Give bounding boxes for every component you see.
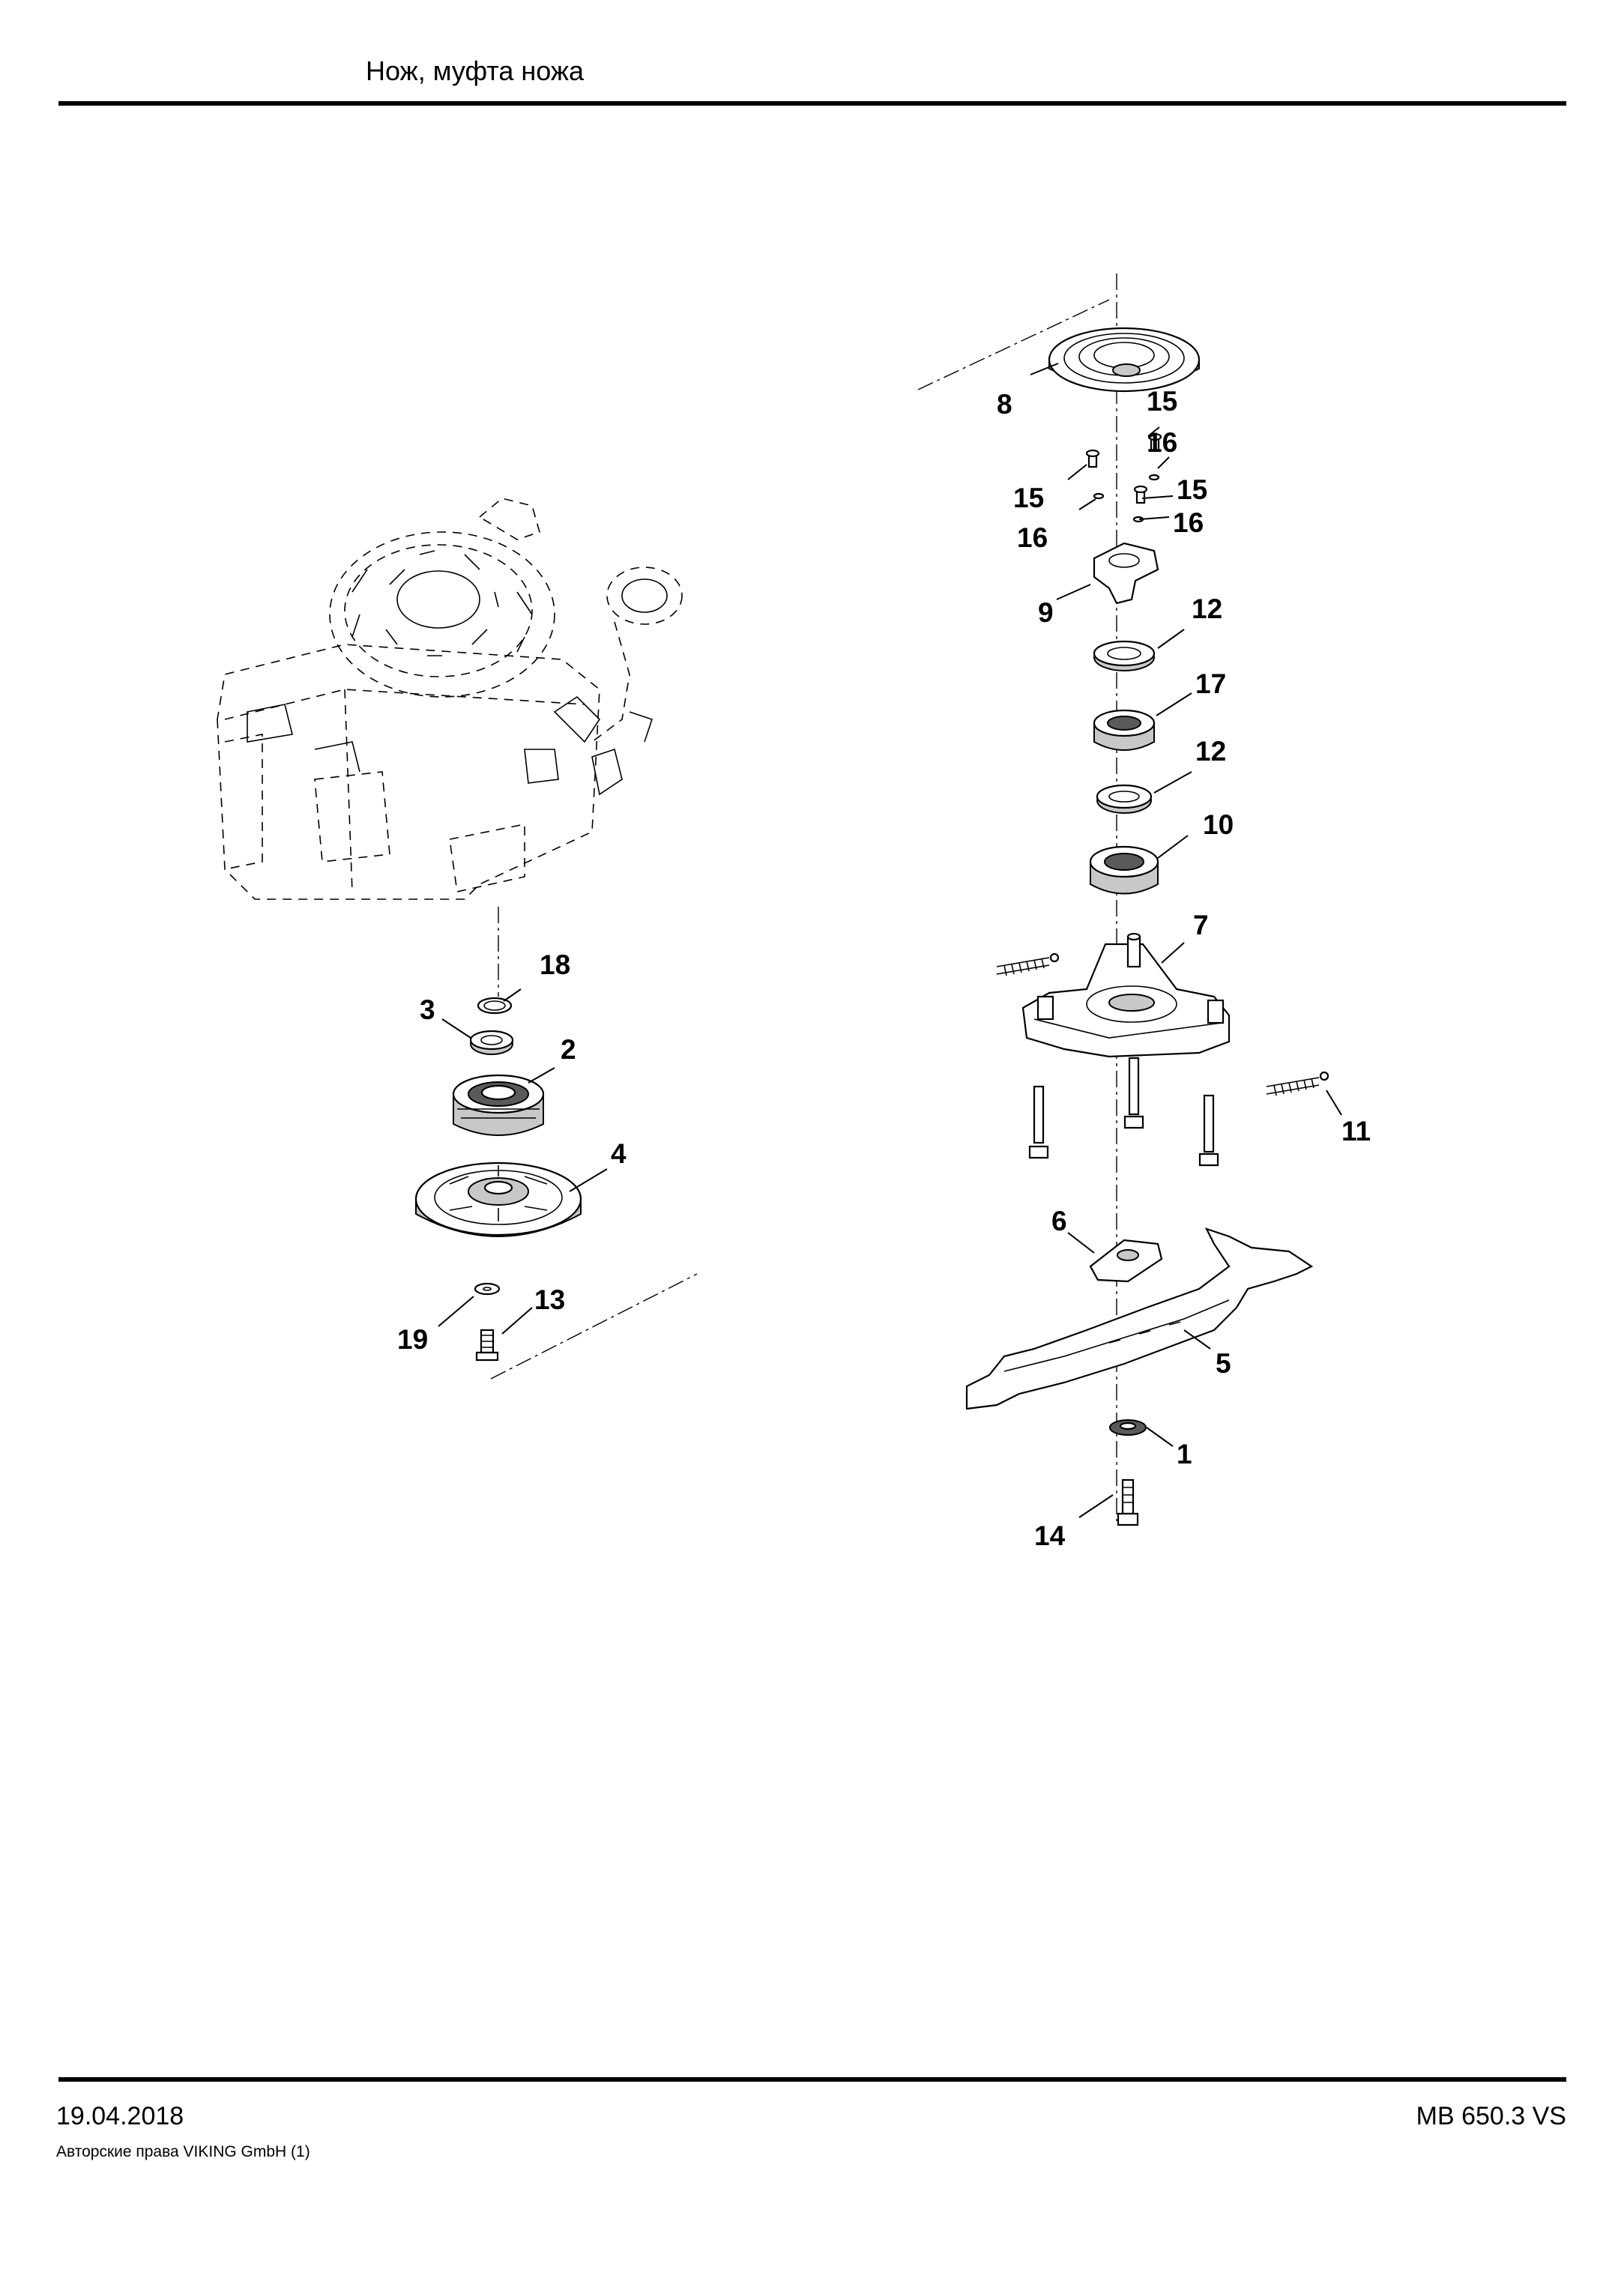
callout-12a: 12 <box>1192 593 1222 624</box>
page-title: Нож, муфта ножа <box>366 55 584 86</box>
part-7-blade-carrier <box>1021 932 1231 1058</box>
callout-14: 14 <box>1034 1520 1066 1551</box>
callout-7: 7 <box>1193 910 1209 940</box>
part-3-bushing <box>469 1030 514 1055</box>
callout-18: 18 <box>540 949 570 980</box>
part-8-pulley <box>1048 327 1201 393</box>
callout-16c: 16 <box>1173 507 1204 538</box>
callout-10: 10 <box>1203 809 1234 840</box>
part-19-washer <box>474 1282 501 1296</box>
callout-3: 3 <box>420 994 435 1025</box>
part-14-blade-bolt <box>1117 1478 1139 1526</box>
part-12-lower-ring <box>1096 784 1153 814</box>
part-11-springs <box>996 952 1329 1096</box>
part-17-bearing <box>1093 709 1156 751</box>
footer-rule <box>58 2077 1566 2082</box>
callout-19: 19 <box>397 1324 428 1355</box>
callout-1: 1 <box>1177 1439 1192 1469</box>
engine-outline <box>217 498 683 997</box>
callout-9: 9 <box>1038 597 1054 628</box>
part-10-collar <box>1089 845 1159 895</box>
callout-16b: 16 <box>1017 522 1048 553</box>
footer-date: 19.04.2018 <box>56 2102 184 2130</box>
footer-copyright: Авторские права VIKING GmbH (1) <box>56 2143 310 2160</box>
callout-12b: 12 <box>1195 736 1226 767</box>
left-axis-line <box>490 1273 698 1380</box>
part-13-bolt <box>475 1329 499 1362</box>
footer-model: MB 650.3 VS <box>1416 2102 1566 2130</box>
top-axis-line <box>917 299 1110 390</box>
part-2-clutch-hub <box>452 1074 545 1136</box>
callout-15c: 15 <box>1177 474 1207 505</box>
carrier-bolts <box>1028 1057 1219 1167</box>
callout-17: 17 <box>1195 668 1226 699</box>
part-6-adapter <box>1089 1239 1163 1283</box>
part-18-ring <box>477 997 513 1015</box>
callout-6: 6 <box>1051 1206 1067 1236</box>
callout-8: 8 <box>997 389 1012 420</box>
callout-4: 4 <box>611 1138 627 1169</box>
callout-2: 2 <box>561 1034 576 1065</box>
callout-13: 13 <box>534 1284 565 1315</box>
callout-16a: 16 <box>1147 427 1177 458</box>
parts-15-16-screws <box>1085 432 1162 523</box>
callout-11: 11 <box>1341 1116 1371 1147</box>
part-1-washer <box>1109 1419 1147 1436</box>
callout-15b: 15 <box>1013 483 1044 513</box>
part-5-blade <box>965 1227 1314 1410</box>
callout-5: 5 <box>1216 1348 1231 1379</box>
header-rule <box>58 101 1566 106</box>
part-9-bracket <box>1093 542 1159 605</box>
part-12-upper-ring <box>1093 640 1156 671</box>
leader-lines <box>438 363 1342 1518</box>
callout-15a: 15 <box>1147 386 1177 417</box>
callout-labels: 1 2 3 4 5 6 7 8 9 10 11 12 12 13 14 15 1… <box>397 386 1371 1551</box>
part-4-clutch-pulley <box>414 1161 582 1237</box>
